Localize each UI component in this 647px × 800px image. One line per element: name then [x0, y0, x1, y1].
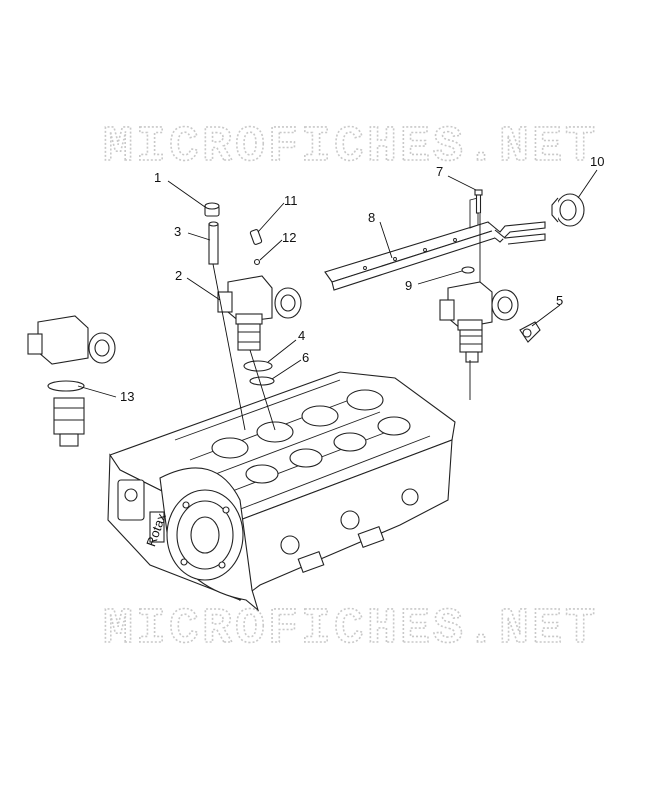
- sleeve[interactable]: [204, 202, 220, 217]
- callout-1[interactable]: 1: [154, 170, 161, 185]
- leader-10: [577, 169, 598, 199]
- leader-8: [379, 221, 393, 259]
- fuel-injector-left[interactable]: [27, 315, 116, 447]
- screw[interactable]: [474, 189, 483, 214]
- o-ring-lower[interactable]: [249, 376, 275, 386]
- callout-7[interactable]: 7: [436, 164, 443, 179]
- callout-2[interactable]: 2: [175, 268, 182, 283]
- callout-4[interactable]: 4: [298, 328, 305, 343]
- leader-6: [271, 359, 302, 380]
- watermark-top: MICROFICHES.NET: [103, 119, 598, 176]
- leader-2: [186, 277, 221, 301]
- leader-13: [77, 385, 117, 398]
- fuel-injector-middle[interactable]: [217, 275, 302, 351]
- watermark-bottom: MICROFICHES.NET: [103, 601, 598, 658]
- install-line-1: [212, 263, 246, 431]
- fuel-rail[interactable]: [324, 197, 546, 291]
- callout-3[interactable]: 3: [174, 224, 181, 239]
- leader-9: [417, 270, 463, 285]
- hose-clamp[interactable]: [551, 193, 585, 227]
- o-ring-rail[interactable]: [461, 266, 475, 274]
- leader-5: [531, 304, 561, 327]
- fuel-injector-right[interactable]: [439, 281, 519, 363]
- callout-13[interactable]: 13: [120, 389, 134, 404]
- fitting[interactable]: [249, 229, 263, 245]
- leader-11: [257, 202, 285, 233]
- leader-1: [167, 180, 206, 208]
- leader-4: [267, 339, 297, 363]
- dowel-pipe[interactable]: [208, 221, 219, 265]
- small-ring[interactable]: [253, 258, 261, 266]
- callout-6[interactable]: 6: [302, 350, 309, 365]
- callout-8[interactable]: 8: [368, 210, 375, 225]
- leader-3: [187, 232, 211, 241]
- leader-7: [447, 175, 477, 191]
- leader-12: [259, 239, 283, 261]
- callout-12[interactable]: 12: [282, 230, 296, 245]
- retaining-clip[interactable]: [519, 321, 541, 343]
- callout-5[interactable]: 5: [556, 293, 563, 308]
- o-ring-upper[interactable]: [243, 360, 273, 372]
- callout-11[interactable]: 11: [284, 193, 298, 208]
- cylinder-head: [107, 371, 456, 602]
- install-line-2: [249, 349, 276, 431]
- callout-10[interactable]: 10: [590, 154, 604, 169]
- drive-housing: Rotax: [143, 467, 260, 612]
- callout-9[interactable]: 9: [405, 278, 412, 293]
